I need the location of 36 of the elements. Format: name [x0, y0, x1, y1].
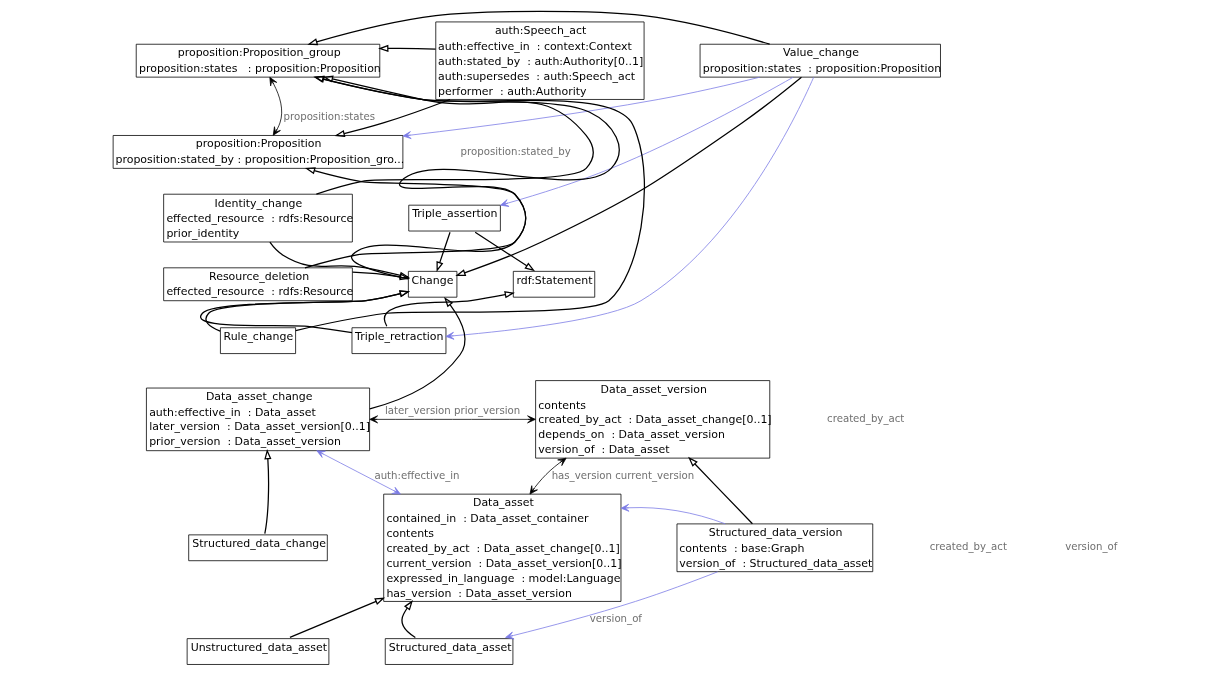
label: version_of	[1065, 541, 1118, 553]
arrow	[304, 167, 527, 280]
arrow	[334, 98, 451, 137]
arrow	[383, 291, 515, 327]
arrow	[269, 241, 410, 279]
label: created_by_act	[827, 413, 905, 425]
edge-label: auth:effective_in	[374, 469, 460, 481]
arrow	[289, 597, 386, 639]
edge-label: has_version current_version	[551, 469, 695, 481]
arrow	[401, 600, 416, 639]
edge-label: version_of	[589, 613, 642, 625]
label: proposition:stated_by	[460, 145, 571, 157]
arrow	[436, 231, 451, 272]
arrow	[688, 456, 754, 525]
arrow	[316, 450, 401, 495]
arrow	[402, 76, 761, 139]
arrow	[445, 76, 814, 340]
arrow	[529, 457, 567, 495]
arrow	[369, 415, 536, 424]
arrow	[378, 44, 437, 53]
edge-label: proposition:states	[283, 111, 375, 123]
arrow	[269, 76, 283, 136]
arrow	[505, 571, 719, 640]
arrow	[315, 75, 594, 195]
arrow	[474, 231, 536, 272]
arrow	[351, 271, 411, 281]
label: created_by_act	[929, 541, 1007, 553]
arrow	[295, 75, 645, 332]
arrow	[304, 75, 620, 269]
arrow	[369, 296, 466, 410]
arrow	[620, 503, 726, 525]
edge-label: later_version prior_version	[384, 405, 521, 417]
arrow	[500, 76, 794, 207]
arrow	[264, 448, 272, 535]
arrow	[455, 76, 803, 277]
arrow	[307, 10, 771, 46]
